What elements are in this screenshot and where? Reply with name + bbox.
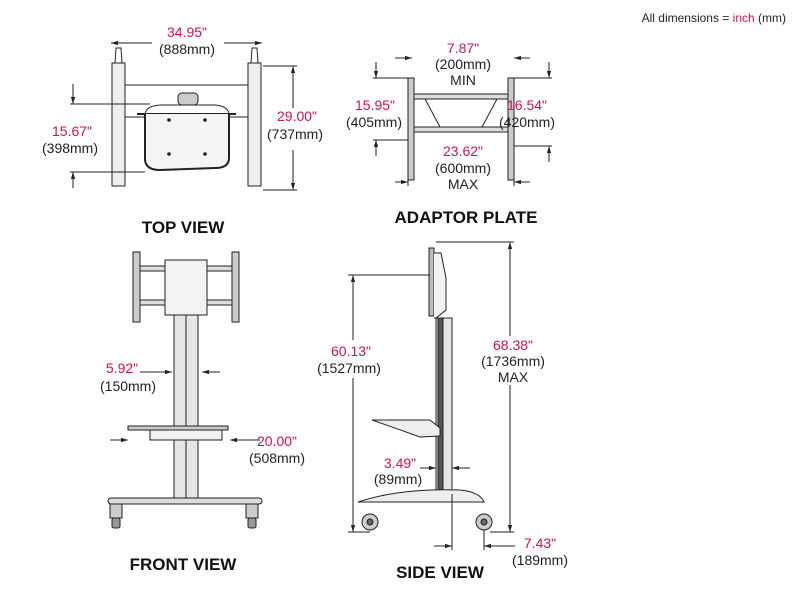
plate-min-inch: 7.87" xyxy=(446,40,480,56)
plate-min-mm: (200mm) xyxy=(434,56,492,72)
side-view-title: SIDE VIEW xyxy=(396,563,484,582)
top-view-drawing xyxy=(70,40,297,191)
top-depth-inch: 29.00" xyxy=(276,108,318,124)
side-max-note: MAX xyxy=(497,369,529,385)
plate-max-mm: (600mm) xyxy=(434,160,492,176)
front-shelf-mm: (508mm) xyxy=(248,450,306,466)
top-view-title: TOP VIEW xyxy=(141,218,225,237)
side-max-inch: 68.38" xyxy=(492,337,534,353)
front-view-drawing xyxy=(107,251,263,529)
units-note-prefix: All dimensions = xyxy=(641,11,733,25)
side-center-inch: 60.13" xyxy=(330,343,372,359)
adaptor-plate-drawing xyxy=(373,55,552,186)
front-view-title: FRONT VIEW xyxy=(129,555,237,574)
plate-max-note: MAX xyxy=(447,176,479,192)
plate-left-inch: 15.95" xyxy=(354,97,396,113)
top-depth-mm: (737mm) xyxy=(266,126,324,142)
side-view-drawing xyxy=(348,241,515,550)
front-column-inch: 5.92" xyxy=(105,360,139,376)
top-shelf-mm: (398mm) xyxy=(41,140,99,156)
plate-right-inch: 16.54" xyxy=(506,97,548,113)
side-center-mm: (1527mm) xyxy=(317,360,381,376)
plate-min-note: MIN xyxy=(450,72,476,88)
adaptor-plate-title: ADAPTOR PLATE xyxy=(394,208,538,227)
unit-inch: inch xyxy=(732,11,755,25)
top-width-mm: (888mm) xyxy=(158,41,216,57)
side-column-inch: 3.49" xyxy=(383,455,417,471)
side-max-mm: (1736mm) xyxy=(481,353,545,369)
side-offset-inch: 7.43" xyxy=(523,535,557,551)
unit-mm: (mm) xyxy=(758,11,786,25)
top-shelf-inch: 15.67" xyxy=(51,123,93,139)
plate-left-mm: (405mm) xyxy=(345,114,403,130)
front-column-mm: (150mm) xyxy=(99,378,157,394)
side-offset-mm: (189mm) xyxy=(511,552,569,568)
front-shelf-inch: 20.00" xyxy=(256,433,298,449)
plate-max-inch: 23.62" xyxy=(442,143,484,159)
top-width-inch: 34.95" xyxy=(166,24,208,40)
units-note: All dimensions = inch (mm) xyxy=(642,11,786,25)
side-column-mm: (89mm) xyxy=(373,471,423,487)
plate-right-mm: (420mm) xyxy=(498,114,556,130)
